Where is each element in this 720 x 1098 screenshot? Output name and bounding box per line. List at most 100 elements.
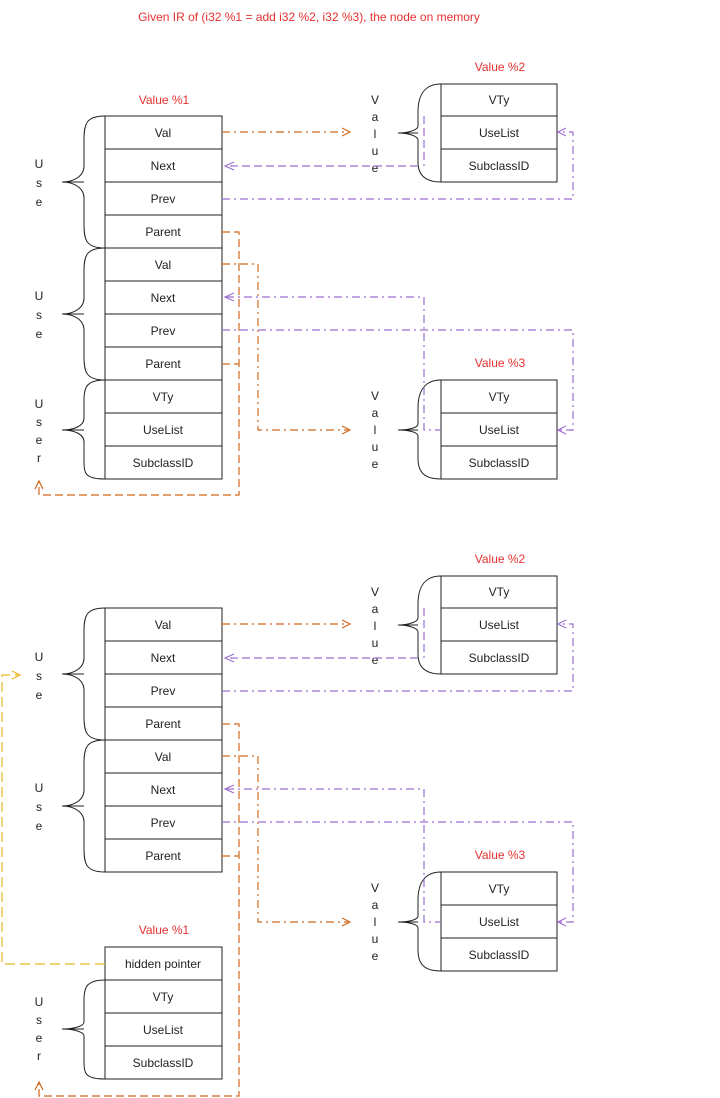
d2-use1-parent-text: Parent — [145, 717, 181, 731]
use-block-2: Val Next Prev Parent U s e — [35, 247, 223, 381]
d2-user-block: hidden pointer VTy UseList SubclassID U … — [35, 946, 223, 1080]
svg-text:U: U — [35, 781, 44, 795]
svg-text:e: e — [372, 457, 379, 471]
d2-value3-word: V a l u e — [371, 881, 379, 963]
d2-user-subclassid-text: SubclassID — [133, 1056, 194, 1070]
d2-use2-next-text: Next — [151, 783, 176, 797]
value3-to-use2-next-arrow — [226, 296, 441, 431]
use1-parent-text: Parent — [145, 225, 181, 239]
svg-text:s: s — [36, 415, 42, 429]
value1-label: Value %1 — [139, 93, 190, 107]
svg-text:u: u — [372, 144, 379, 158]
diagram-title: Given IR of (i32 %1 = add i32 %2, i32 %3… — [138, 10, 480, 24]
d2-use1-prev-text: Prev — [151, 684, 176, 698]
svg-text:e: e — [372, 161, 379, 175]
d2-use1-val-text: Val — [155, 618, 171, 632]
svg-text:e: e — [36, 195, 43, 209]
svg-text:e: e — [36, 819, 43, 833]
use2-word: U s e — [35, 289, 44, 341]
svg-text:s: s — [36, 176, 42, 190]
user-block: VTy UseList SubclassID U s e r — [35, 379, 223, 480]
svg-text:V: V — [371, 93, 379, 107]
d2-value2-subclassid-text: SubclassID — [469, 651, 530, 665]
svg-text:s: s — [36, 308, 42, 322]
svg-text:U: U — [35, 397, 44, 411]
svg-text:U: U — [35, 650, 44, 664]
svg-text:U: U — [35, 995, 44, 1009]
use2-prev-arrow — [222, 329, 574, 431]
use1-prev-cell — [104, 181, 223, 216]
value2-label: Value %2 — [475, 60, 526, 74]
d2-use2-val-text: Val — [155, 750, 171, 764]
diagram-2: Value %2 Value %3 Value %1 Val Next Prev… — [1, 552, 574, 1097]
d2-value3-vty-text: VTy — [489, 882, 510, 896]
svg-text:s: s — [36, 669, 42, 683]
use-block-1: Val Next Prev Parent U s e — [35, 115, 223, 249]
d2-use-block-2: Val Next Prev Parent U s e — [35, 739, 223, 873]
svg-text:V: V — [371, 881, 379, 895]
d2-use1-word: U s e — [35, 650, 44, 702]
diagram2-arrows — [1, 608, 574, 1097]
d2-value3-label: Value %3 — [475, 848, 526, 862]
svg-text:e: e — [36, 688, 43, 702]
d2-use2-prev-text: Prev — [151, 816, 176, 830]
value3-subclassid-text: SubclassID — [469, 456, 530, 470]
user-word: U s e r — [35, 397, 44, 465]
value2-block: VTy UseList SubclassID V a l u e — [371, 83, 558, 183]
svg-text:l: l — [374, 619, 377, 633]
svg-text:e: e — [36, 1031, 43, 1045]
hidden-pointer-text: hidden pointer — [125, 957, 201, 971]
user-vty-text: VTy — [153, 390, 174, 404]
svg-text:e: e — [372, 949, 379, 963]
svg-text:u: u — [372, 636, 379, 650]
use1-val-cell — [104, 115, 223, 150]
value3-word: V a l u e — [371, 389, 379, 471]
value2-word: V a l u e — [371, 93, 379, 175]
value2-uselist-text: UseList — [479, 126, 520, 140]
svg-text:l: l — [374, 915, 377, 929]
d2-value2-word: V a l u e — [371, 585, 379, 667]
use1-parent-arrow — [38, 231, 240, 496]
svg-text:u: u — [372, 440, 379, 454]
d2-user-word: U s e r — [35, 995, 44, 1063]
svg-text:U: U — [35, 157, 44, 171]
svg-text:e: e — [372, 653, 379, 667]
use1-next-text: Next — [151, 159, 176, 173]
d2-value1-label: Value %1 — [139, 923, 190, 937]
svg-text:V: V — [371, 585, 379, 599]
value3-block: VTy UseList SubclassID V a l u e — [371, 379, 558, 480]
d2-user-uselist-text: UseList — [143, 1023, 184, 1037]
d2-value3-block: VTy UseList SubclassID V a l u e — [371, 871, 558, 972]
use2-parent-text: Parent — [145, 357, 181, 371]
svg-text:r: r — [37, 451, 41, 465]
value2-subclassid-text: SubclassID — [469, 159, 530, 173]
svg-text:a: a — [372, 898, 379, 912]
svg-text:e: e — [36, 327, 43, 341]
svg-text:e: e — [36, 433, 43, 447]
user-subclassid-text: SubclassID — [133, 456, 194, 470]
value2-vty-text: VTy — [489, 93, 510, 107]
svg-text:u: u — [372, 932, 379, 946]
svg-text:a: a — [372, 110, 379, 124]
d2-use2-word: U s e — [35, 781, 44, 833]
d2-value3-subclassid-text: SubclassID — [469, 948, 530, 962]
use1-prev-arrow — [222, 131, 574, 200]
use2-val-arrow — [222, 263, 348, 431]
d2-user-vty-text: VTy — [153, 990, 174, 1004]
d2-value3-uselist-text: UseList — [479, 915, 520, 929]
d2-use-block-1: Val Next Prev Parent U s e — [35, 607, 223, 741]
svg-text:s: s — [36, 800, 42, 814]
svg-text:l: l — [374, 127, 377, 141]
svg-text:s: s — [36, 1013, 42, 1027]
d2-value2-vty-text: VTy — [489, 585, 510, 599]
value3-uselist-text: UseList — [479, 423, 520, 437]
user-uselist-text: UseList — [143, 423, 184, 437]
use1-prev-text: Prev — [151, 192, 176, 206]
use2-next-text: Next — [151, 291, 176, 305]
diagram-1: Value %1 Value %2 Value %3 Val Next Prev… — [34, 60, 574, 496]
use1-val-text: Val — [155, 126, 171, 140]
d2-value2-uselist-text: UseList — [479, 618, 520, 632]
svg-text:r: r — [37, 1049, 41, 1063]
svg-text:l: l — [374, 423, 377, 437]
